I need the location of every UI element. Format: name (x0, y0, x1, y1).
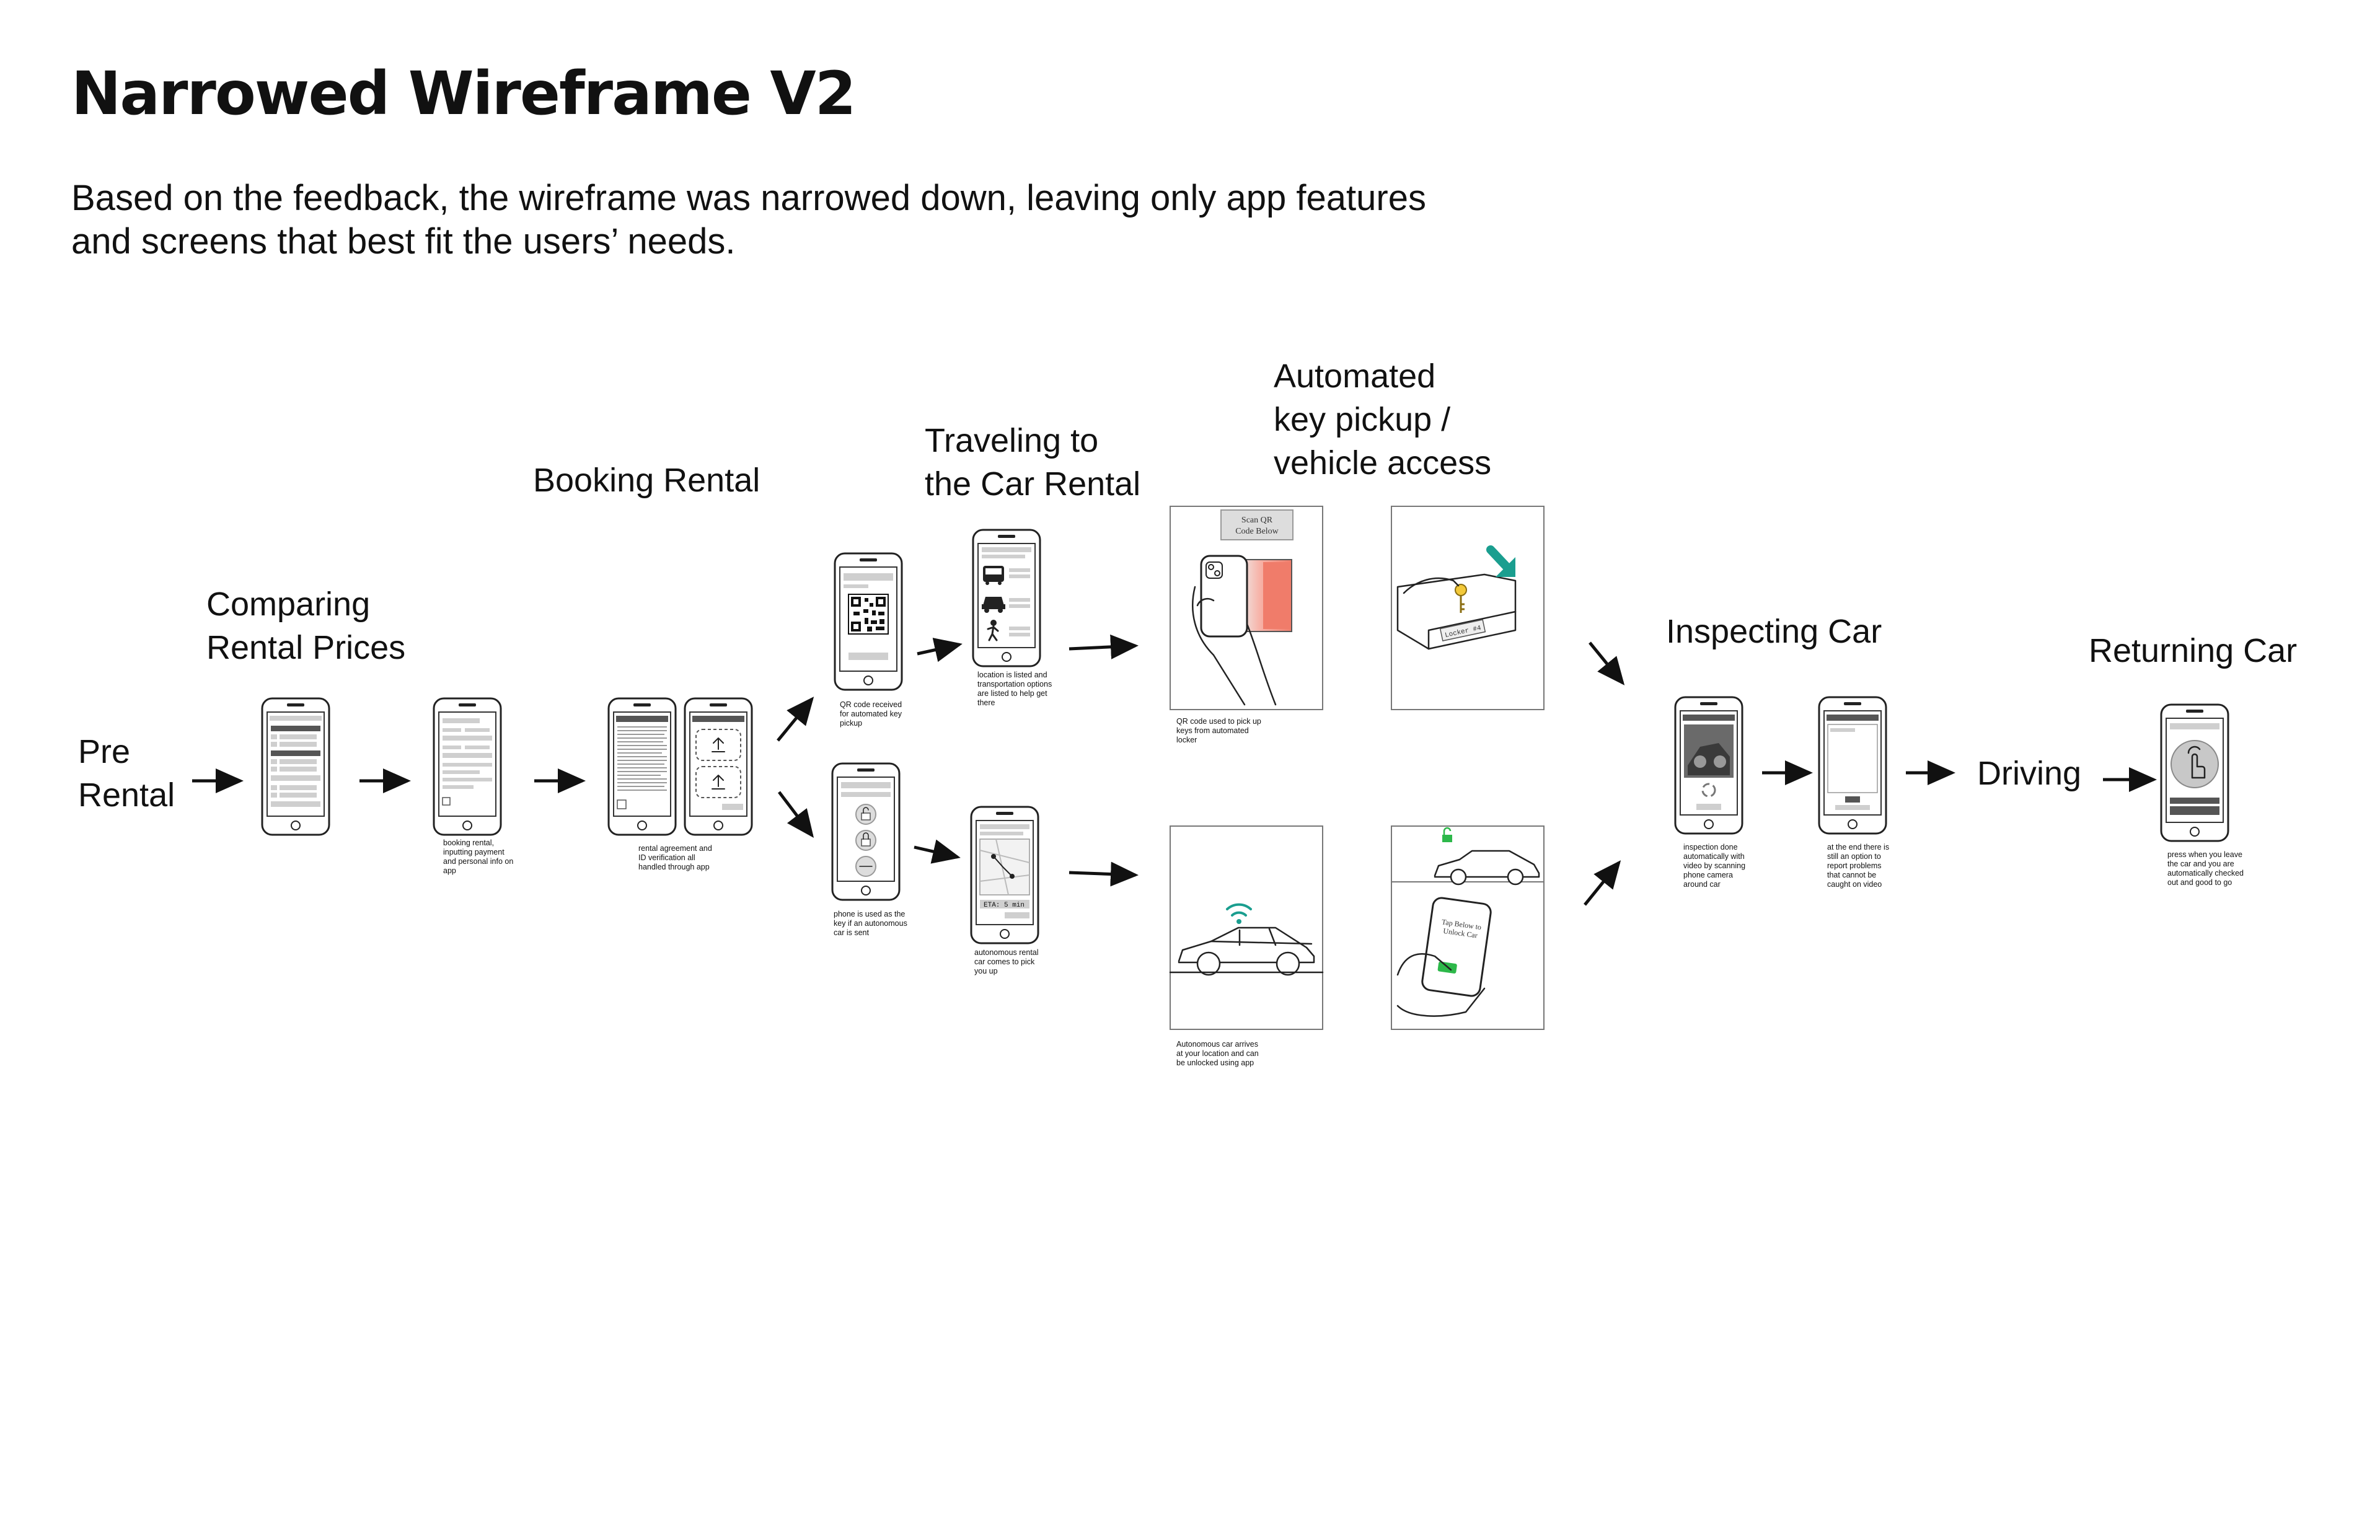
stage-driving: Driving (1977, 755, 2082, 792)
arrow-icon (1069, 634, 1139, 659)
phone-rental-agreement (607, 697, 677, 836)
caption-rental-agreement: rental agreement and ID verification all… (638, 844, 712, 871)
eta-text: ETA: 5 min (984, 902, 1025, 909)
phone-map-eta: ETA: 5 min (970, 806, 1039, 944)
caption-press-leave: press when you leave the car and you are… (2167, 850, 2244, 887)
caption-qr-received: QR code received for automated key picku… (840, 700, 902, 728)
lock-icon (1442, 827, 1452, 842)
phone-transportation-options (972, 529, 1041, 667)
caption-report-problems: at the end there is still an option to r… (1827, 843, 1890, 889)
key-icon (1455, 584, 1467, 613)
arrow-icon (914, 839, 961, 864)
caption-inspection-video: inspection done automatically with video… (1683, 843, 1746, 889)
arrow-icon (1496, 557, 1515, 577)
illustration-key-locker: Locker #4 (1391, 506, 1545, 710)
phone-qr-received (834, 552, 903, 691)
caption-qr-locker: QR code used to pick up keys from automa… (1176, 717, 1261, 744)
car-icon (982, 597, 1005, 613)
scan-qr-label-line-2: Code Below (1235, 527, 1279, 536)
phone-inspection-camera (1674, 696, 1743, 835)
hand-tap-icon (2187, 746, 2206, 779)
illustration-scan-qr: Scan QR Code Below (1170, 506, 1323, 710)
page-subtitle: Based on the feedback, the wireframe was… (71, 178, 1426, 262)
qr-code-icon (848, 594, 889, 635)
arrow-icon (778, 791, 814, 838)
caption-autonomous-pickup: autonomous rental car comes to pick you … (974, 948, 1039, 975)
car-icon (1434, 850, 1540, 886)
arrow-icon (777, 697, 814, 742)
wifi-icon (1226, 903, 1252, 924)
phone-icon (1200, 555, 1248, 638)
stage-returning-car: Returning Car (2089, 632, 2298, 669)
phone-check-out (2160, 703, 2229, 842)
caption-autonomous-arrives: Autonomous car arrives at your location … (1176, 1040, 1259, 1067)
flow-arrows (192, 634, 2157, 906)
stage-inspecting-car: Inspecting Car (1666, 613, 1882, 650)
stage-automated-access: Automated key pickup / vehicle access (1274, 358, 1492, 482)
phone-icon: Tap Below to Unlock Car (1421, 897, 1492, 997)
caption-booking-payment: booking rental, inputting payment and pe… (443, 838, 514, 875)
phone-booking-payment (433, 697, 502, 836)
caption-phone-key: phone is used as the key if an autonomou… (834, 910, 907, 937)
arrow-icon (917, 638, 963, 662)
walking-person-icon (987, 620, 999, 641)
scan-qr-label-line-1: Scan QR (1241, 516, 1273, 525)
illustration-tap-unlock: Tap Below to Unlock Car (1391, 825, 1545, 1030)
stage-traveling: Traveling to the Car Rental (925, 422, 1141, 503)
car-icon (1169, 926, 1324, 976)
stage-pre-rental: Pre Rental (78, 733, 175, 814)
illustration-autonomous-car (1169, 825, 1324, 1030)
phone-report-problems (1818, 696, 1887, 835)
phone-comparing-prices (261, 697, 330, 836)
arrow-icon (1069, 861, 1139, 887)
bus-icon (983, 566, 1004, 585)
stage-comparing-prices: Comparing Rental Prices (206, 586, 406, 666)
phone-digital-key (831, 762, 901, 901)
arrow-icon (1584, 860, 1621, 906)
stage-booking-rental: Booking Rental (533, 462, 760, 499)
caption-location-listed: location is listed and transportation op… (977, 671, 1052, 707)
page-title: Narrowed Wireframe V2 (71, 59, 856, 128)
arrow-icon (1589, 641, 1625, 685)
lock-icon (855, 830, 876, 851)
phone-upload-id (684, 697, 753, 836)
lock-icon (855, 804, 876, 825)
